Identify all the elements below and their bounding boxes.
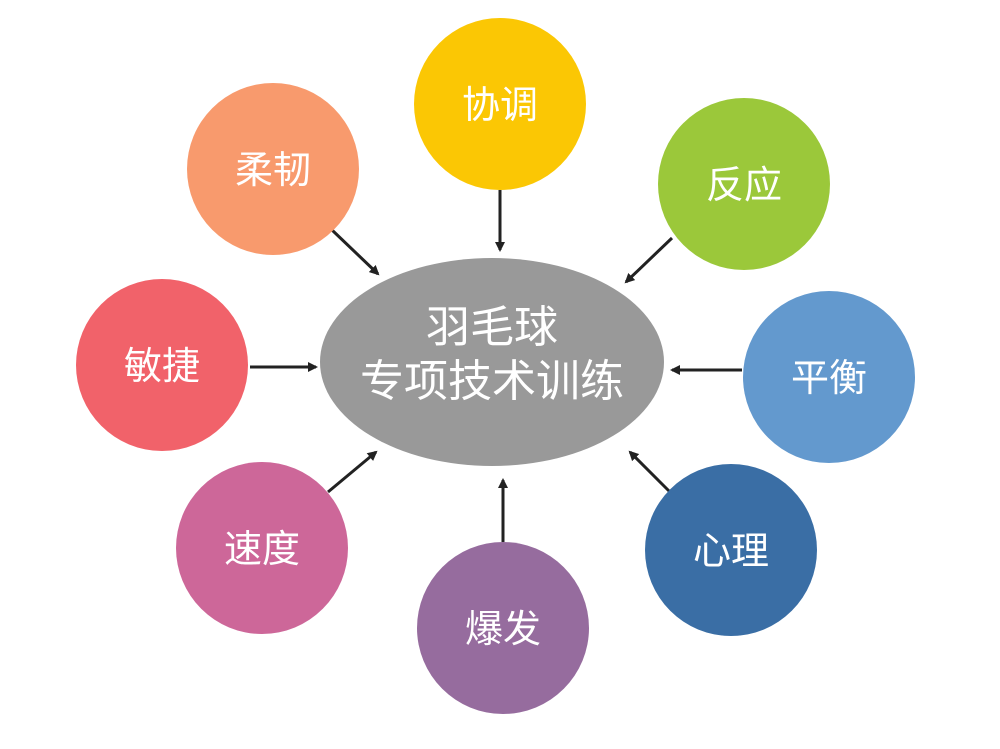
arrow-rouren [330, 228, 380, 276]
center-title-line1: 羽毛球 [426, 302, 558, 353]
node-label-xinli: 心理 [693, 529, 769, 573]
node-sudu: 速度 [176, 462, 348, 634]
arrows-group [250, 190, 742, 542]
node-label-rouren: 柔韧 [235, 148, 311, 192]
arrow-fanying [624, 236, 674, 284]
node-label-minjie: 敏捷 [124, 344, 200, 388]
node-rouren: 柔韧 [187, 83, 359, 255]
center-ellipse [320, 258, 664, 466]
center-title-line2: 专项技术训练 [360, 356, 624, 407]
node-pingheng: 平衡 [743, 291, 915, 463]
arrow-xinli [628, 450, 672, 494]
node-label-pingheng: 平衡 [791, 356, 867, 400]
node-xinli: 心理 [645, 464, 817, 636]
node-label-baofa: 爆发 [465, 607, 541, 651]
node-fanying: 反应 [658, 98, 830, 270]
node-baofa: 爆发 [417, 542, 589, 714]
node-label-fanying: 反应 [706, 163, 782, 207]
node-xietiao: 协调 [414, 18, 586, 190]
node-minjie: 敏捷 [76, 279, 248, 451]
arrow-sudu [327, 450, 378, 494]
node-label-xietiao: 协调 [462, 83, 538, 127]
node-label-sudu: 速度 [224, 527, 300, 571]
